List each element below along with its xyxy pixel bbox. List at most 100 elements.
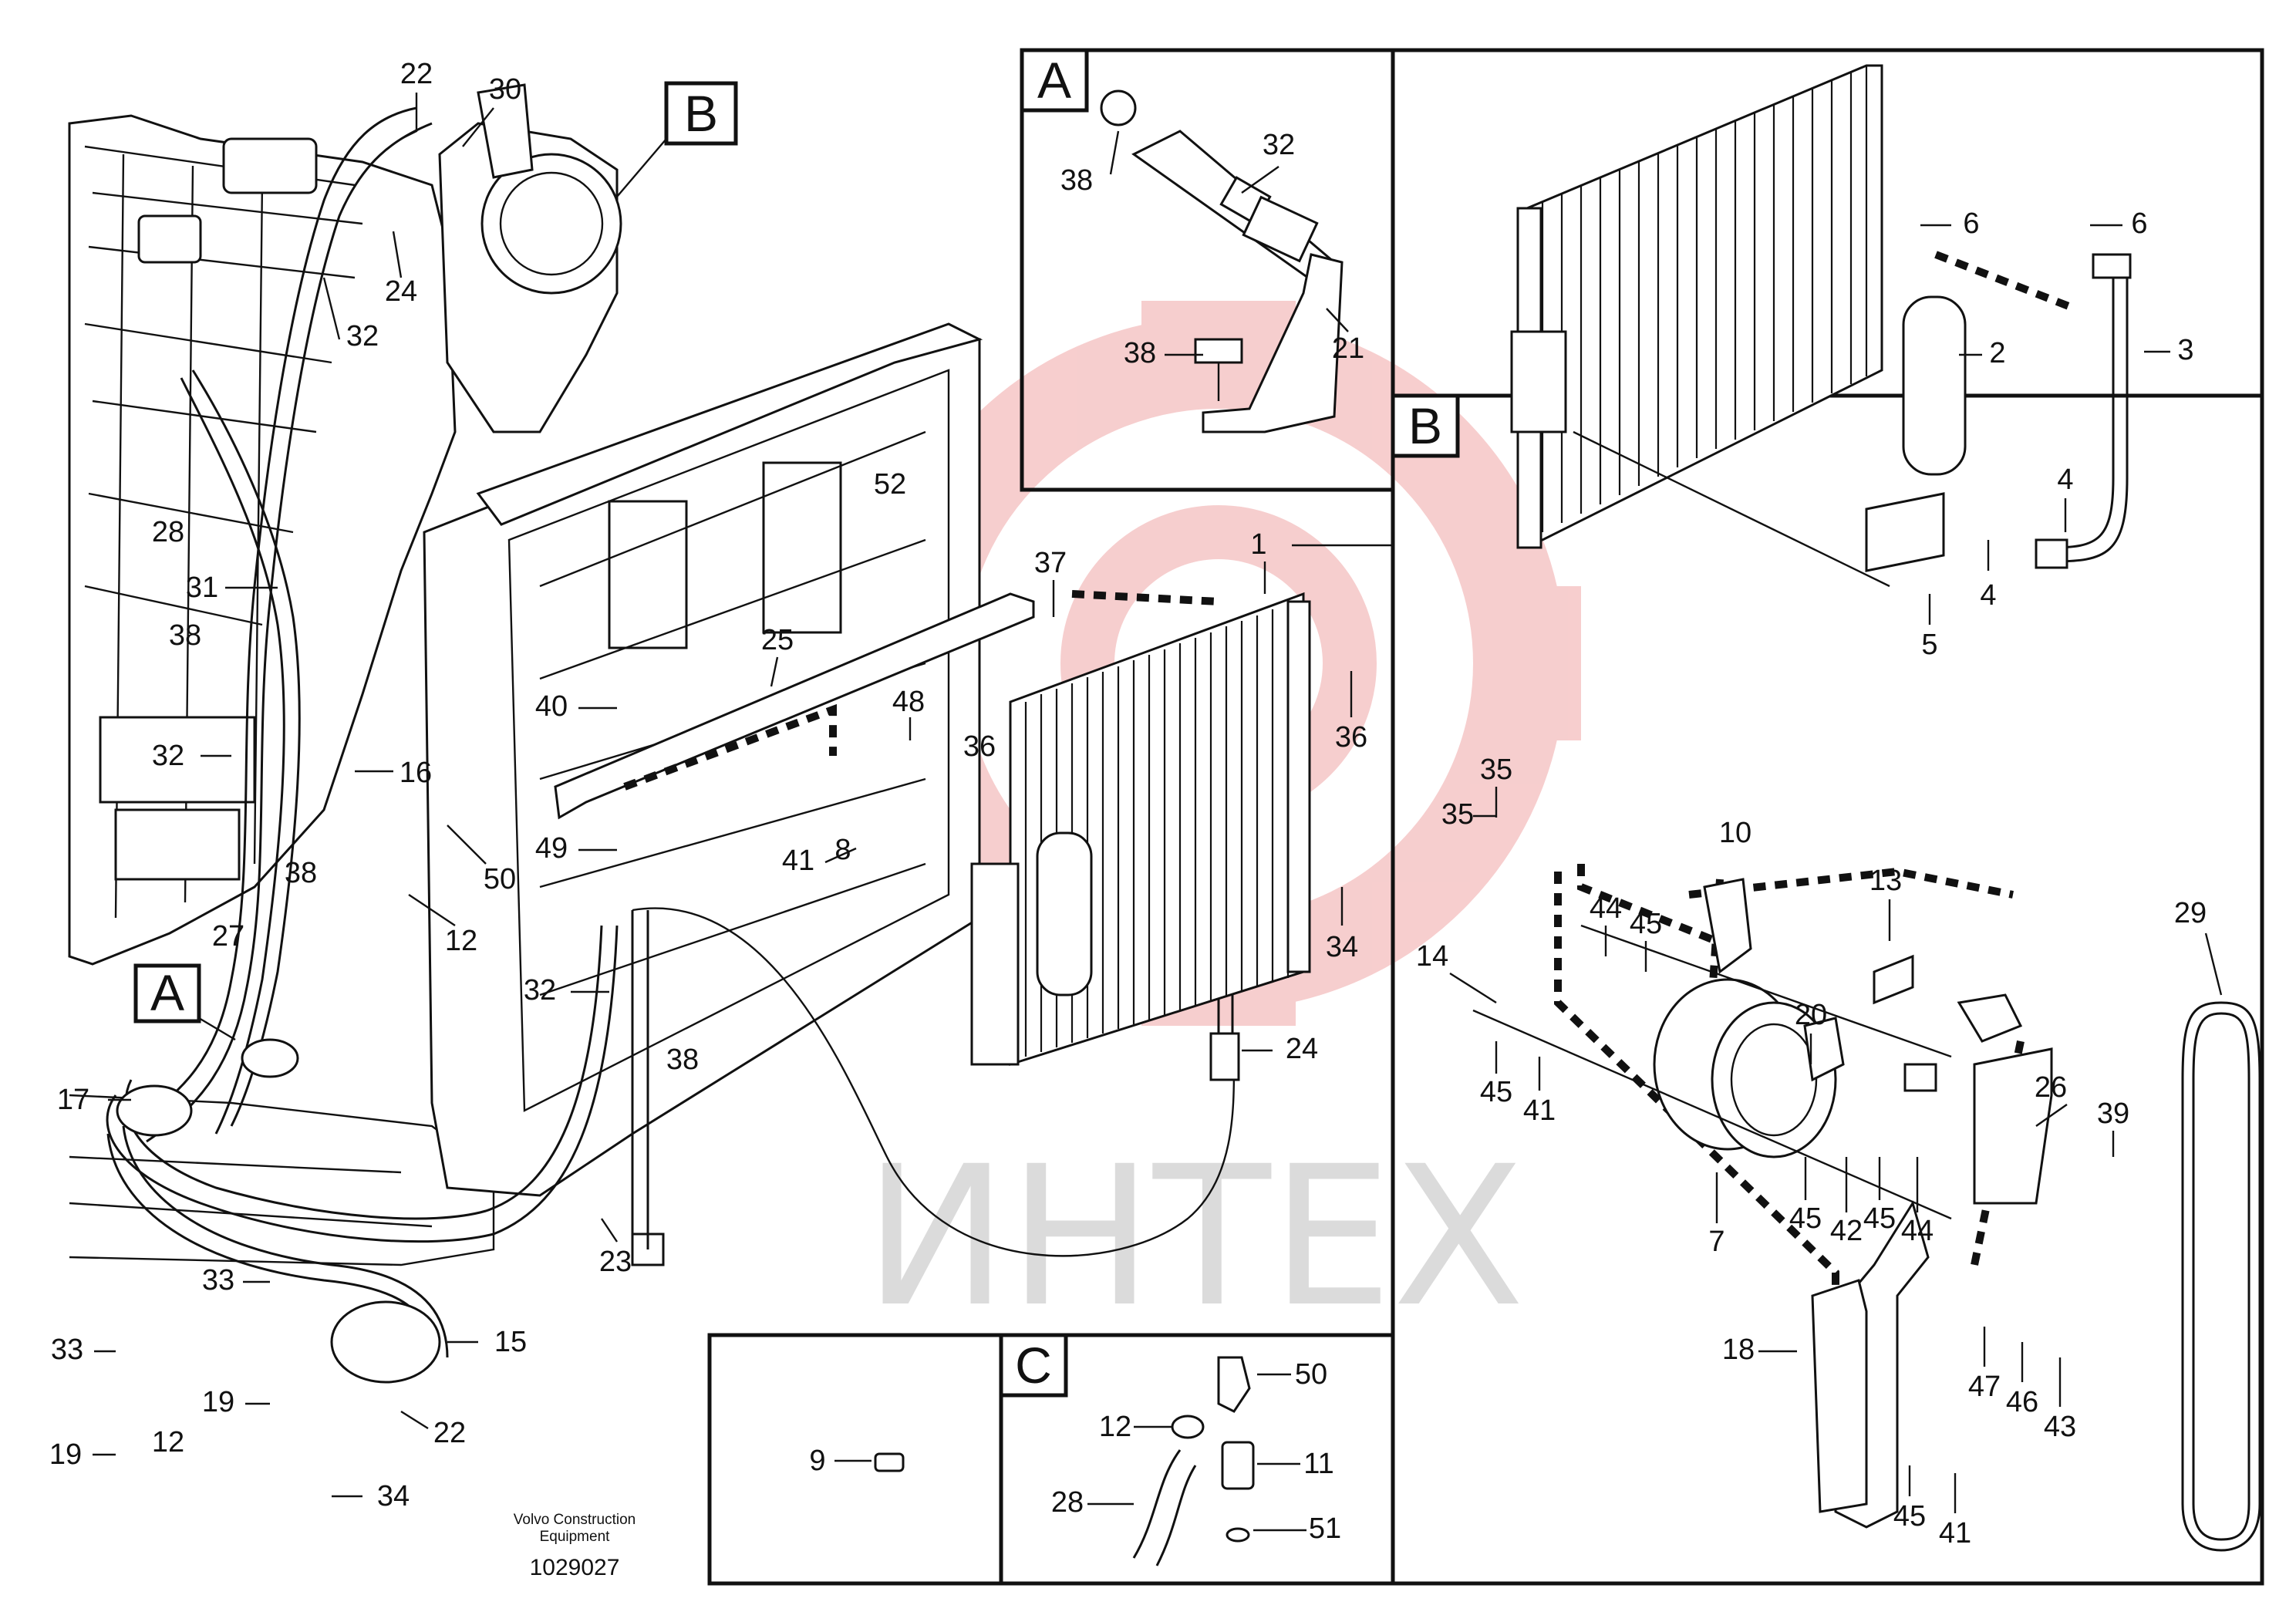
svg-text:A: A	[150, 964, 184, 1021]
callout-41: 41	[1523, 1094, 1556, 1127]
svg-text:C: C	[1015, 1337, 1052, 1394]
callout-9: 9	[809, 1445, 825, 1477]
callout-19: 19	[49, 1438, 82, 1471]
callout-21: 21	[1332, 332, 1364, 365]
condenser-detail-drawing	[1510, 64, 2132, 588]
callout-3: 3	[2177, 334, 2193, 366]
letter-box-a-main: A	[133, 963, 236, 1041]
callout-29: 29	[2174, 897, 2207, 929]
callout-45: 45	[1480, 1076, 1512, 1108]
callout-18: 18	[1722, 1334, 1755, 1366]
hose-bundle-drawing	[106, 106, 1289, 1384]
letter-box-a-detail: A	[1020, 48, 1089, 113]
callout-50: 50	[484, 863, 516, 895]
callout-11: 11	[1303, 1448, 1333, 1480]
callout-38: 38	[666, 1044, 699, 1076]
callout-41: 41	[1939, 1517, 1971, 1549]
callout-6: 6	[2131, 207, 2147, 240]
callout-46: 46	[2006, 1386, 2038, 1418]
callout-32: 32	[524, 974, 556, 1007]
callout-40: 40	[535, 690, 568, 723]
callout-1: 1	[1250, 528, 1266, 561]
callout-4: 4	[1980, 579, 1996, 612]
callout-45: 45	[1893, 1500, 1926, 1533]
callout-23: 23	[599, 1246, 632, 1278]
callout-22: 22	[433, 1417, 466, 1449]
callout-45: 45	[1863, 1202, 1896, 1235]
callout-13: 13	[1870, 865, 1902, 897]
callout-44: 44	[1590, 892, 1622, 925]
callout-32: 32	[346, 320, 379, 352]
radiator-frame-drawing	[423, 322, 983, 1266]
callout-38: 38	[285, 857, 317, 889]
callout-38: 38	[169, 619, 201, 652]
callout-15: 15	[494, 1326, 527, 1358]
callout-17: 17	[57, 1084, 89, 1116]
callout-38: 38	[1124, 337, 1156, 369]
callout-35: 35	[1480, 754, 1512, 786]
detail-c-drawing	[1132, 1356, 1255, 1566]
callout-52: 52	[874, 468, 906, 501]
callout-5: 5	[1921, 629, 1937, 661]
callout-14: 14	[1416, 940, 1448, 973]
callout-36: 36	[1335, 721, 1367, 754]
callout-45: 45	[1789, 1202, 1822, 1235]
letter-box-b-detail: B	[1391, 393, 1460, 458]
letter-box-b-main: B	[616, 81, 738, 197]
condenser-main-drawing	[970, 592, 1311, 1067]
callout-10: 10	[1719, 817, 1752, 849]
callout-44: 44	[1901, 1215, 1934, 1247]
callout-39: 39	[2097, 1098, 2129, 1130]
callout-38: 38	[1060, 164, 1093, 197]
letter-box-c-detail: C	[999, 1333, 1068, 1398]
callout-25: 25	[761, 624, 794, 656]
footer-company-line-2: Equipment	[540, 1529, 611, 1545]
watermark-text: ИНТЕХ	[864, 1125, 1525, 1349]
callout-19: 19	[202, 1386, 234, 1418]
callout-32: 32	[152, 740, 184, 772]
callout-27: 27	[212, 920, 244, 953]
callout-35: 35	[1441, 798, 1474, 831]
callout-50: 50	[1295, 1358, 1327, 1391]
callout-leaders	[93, 93, 2223, 1532]
callout-28: 28	[1051, 1486, 1084, 1519]
callout-28: 28	[152, 516, 184, 548]
callout-12: 12	[445, 925, 477, 957]
callout-36: 36	[963, 730, 996, 763]
callout-20: 20	[1795, 999, 1827, 1031]
callout-7: 7	[1708, 1226, 1725, 1258]
detail-b-drawing	[1472, 864, 2261, 1552]
pulley-housing-drawing	[438, 83, 622, 433]
detail-a-drawing	[1100, 89, 1344, 433]
callout-34: 34	[1326, 931, 1358, 963]
callout-22: 22	[400, 58, 433, 90]
callout-26: 26	[2035, 1071, 2067, 1104]
svg-text:B: B	[684, 85, 718, 142]
footer-company-line-1: Volvo Construction	[514, 1512, 636, 1528]
callout-labels: 22 30 24 32 28 31 38 32 16 38 50 12 27 1…	[49, 58, 2207, 1549]
callout-12: 12	[1099, 1411, 1131, 1443]
detail-frame-c	[999, 1333, 1395, 1586]
bracket-25-drawing	[554, 590, 1219, 820]
callout-31: 31	[186, 572, 218, 604]
callout-12: 12	[152, 1426, 184, 1458]
callout-42: 42	[1830, 1215, 1863, 1247]
callout-8: 8	[834, 834, 851, 866]
callout-6: 6	[1963, 207, 1979, 240]
callout-4: 4	[2057, 464, 2073, 496]
callout-51: 51	[1309, 1512, 1341, 1545]
callout-30: 30	[489, 73, 521, 106]
callout-24: 24	[1286, 1033, 1318, 1065]
callout-45: 45	[1630, 908, 1662, 940]
footer: Volvo Construction Equipment 1029027	[514, 1512, 636, 1580]
callout-24: 24	[385, 275, 417, 308]
callout-16: 16	[400, 757, 432, 789]
callout-48: 48	[892, 686, 925, 718]
svg-text:B: B	[1408, 397, 1442, 454]
svg-text:A: A	[1037, 52, 1071, 109]
callout-33: 33	[51, 1334, 83, 1366]
detail-9-drawing	[874, 1452, 905, 1472]
callout-2: 2	[1989, 337, 2005, 369]
callout-32: 32	[1263, 129, 1295, 161]
